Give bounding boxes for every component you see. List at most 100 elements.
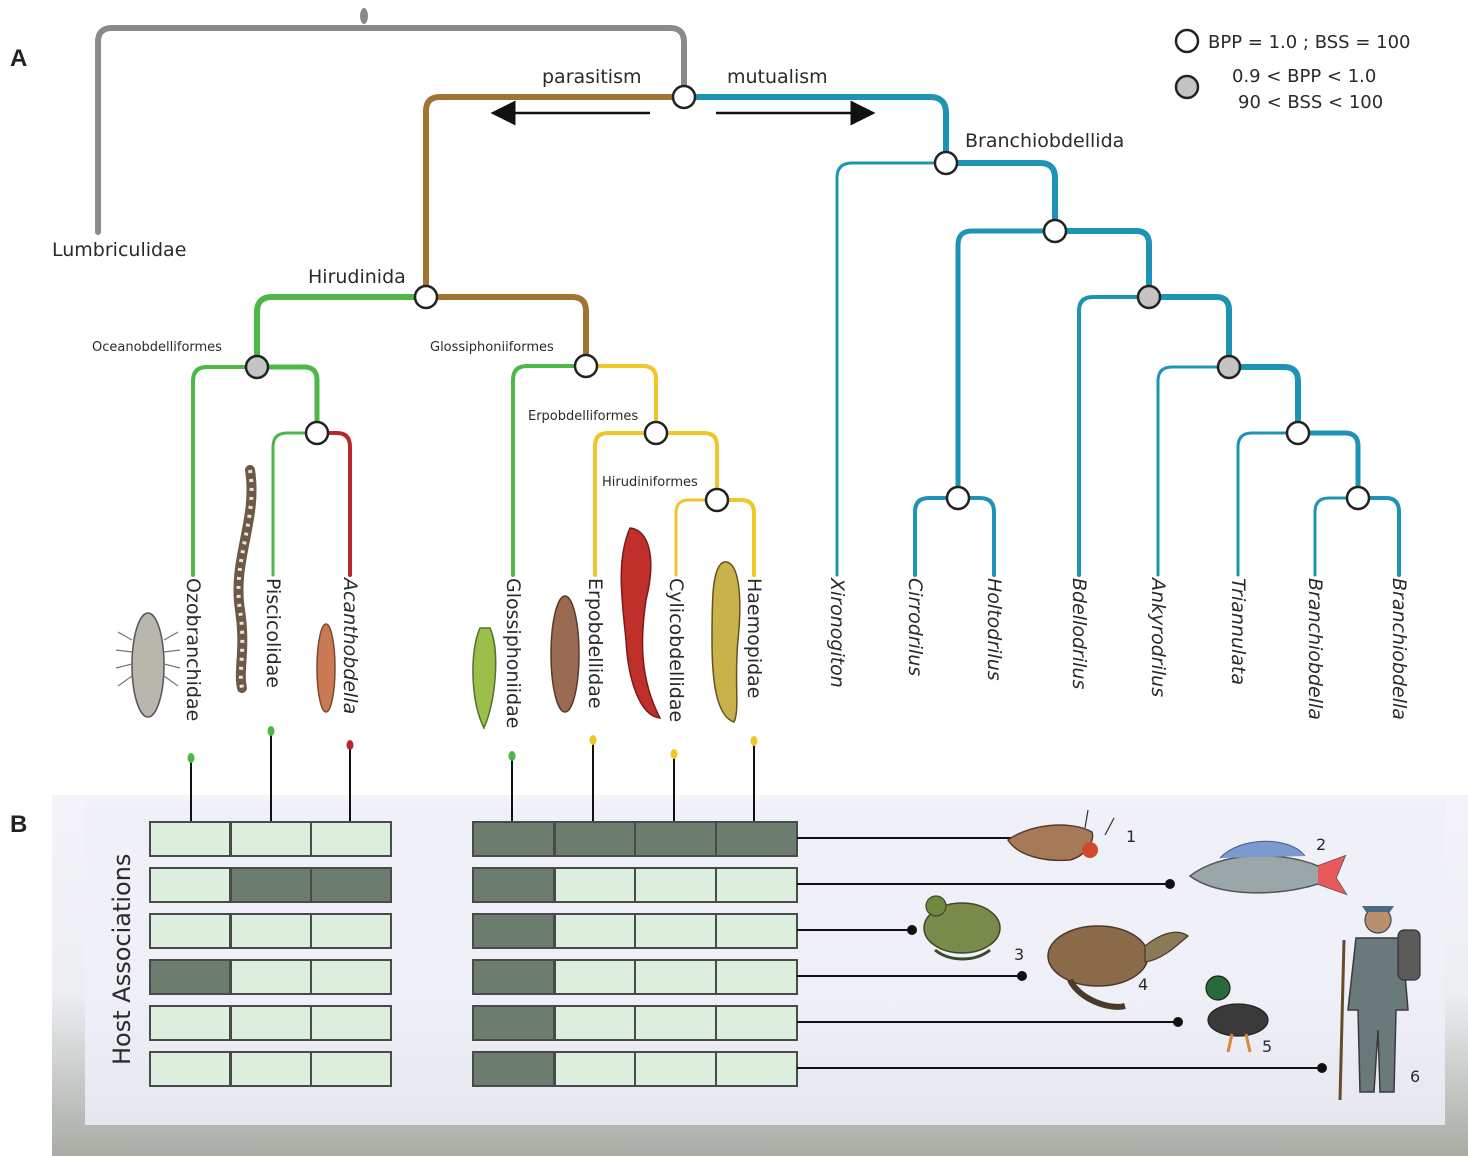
branch-mutualism — [681, 94, 949, 166]
left-grid-cell — [149, 913, 231, 949]
host-illustrations — [923, 809, 1421, 1101]
right-grid-cell — [472, 913, 555, 949]
right-grid-cell — [472, 1005, 555, 1041]
connector-dot — [187, 753, 195, 763]
right-grid-cell — [472, 1051, 555, 1087]
right-grid-cell — [554, 913, 637, 949]
taxon-label: Bdellodrilus — [1068, 578, 1090, 689]
clade-erpobdelliformes: Erpobdelliformes — [528, 409, 638, 424]
left-grid-cell — [149, 959, 231, 995]
left-grid-cell — [310, 1005, 392, 1041]
svg-text:6: 6 — [1410, 1067, 1420, 1086]
node-hirudiniformes — [704, 487, 730, 513]
node-erpobdelliformes — [643, 420, 669, 446]
right-grid-cell — [554, 867, 637, 903]
taxon-labels: Ozobranchidae Piscicolidae Acanthobdella Gl… — [182, 576, 1410, 728]
svg-text:2: 2 — [1316, 835, 1326, 854]
connector-dot — [750, 736, 758, 746]
connector-dot — [589, 735, 597, 745]
erpobdellid-image — [550, 595, 580, 713]
host-duck-image — [1205, 975, 1269, 1053]
taxon-label: Acanthobdella — [339, 576, 361, 714]
clade-oceanobdelliformes: Oceanobdelliformes — [92, 340, 222, 355]
panel-label-a: A — [10, 45, 27, 72]
legend-gray-node-icon — [1174, 74, 1200, 100]
left-grid-cell — [149, 821, 231, 857]
left-grid-cell — [230, 1051, 312, 1087]
right-grid-cell — [472, 821, 555, 857]
leech-illustrations — [115, 465, 741, 730]
left-grid-cell — [149, 1051, 231, 1087]
left-grid-cell — [310, 959, 392, 995]
left-grid-cell — [310, 821, 392, 857]
left-grid-cell — [230, 867, 312, 903]
right-grid-cell — [554, 1005, 637, 1041]
mutualism-label: mutualism — [727, 66, 828, 88]
taxon-label: Glossiphoniidae — [502, 578, 524, 728]
node-b4 — [1136, 284, 1162, 310]
branch-oceanobd-stem — [254, 294, 429, 370]
panel-label-b: B — [10, 811, 27, 838]
right-grid-cell — [472, 959, 555, 995]
node-b3 — [945, 485, 971, 511]
connector-dot — [508, 751, 516, 761]
clade-hirudinida: Hirudinida — [308, 266, 406, 288]
svg-text:5: 5 — [1262, 1037, 1272, 1056]
host-frog-image — [923, 895, 1001, 961]
host-turtle-image — [1047, 925, 1189, 1010]
taxon-label: Cylicobdellidae — [665, 578, 687, 722]
right-grid-cell — [554, 959, 637, 995]
right-grid-cell — [472, 867, 555, 903]
node-root — [671, 84, 697, 110]
taxon-label: Ozobranchidae — [182, 578, 204, 721]
node-glossiphoniiformes — [573, 353, 599, 379]
root-tick — [360, 8, 368, 24]
svg-text:90 < BSS < 100: 90 < BSS < 100 — [1238, 92, 1383, 113]
left-grid-cell — [310, 867, 392, 903]
glossiphoniid-image — [472, 627, 497, 730]
taxon-label: Ankyrodrilus — [1147, 576, 1169, 697]
right-grid-cell — [634, 1051, 717, 1087]
right-grid-cell — [634, 1005, 717, 1041]
right-grid-cell — [634, 959, 717, 995]
svg-text:BPP = 1.0 ; BSS = 100: BPP = 1.0 ; BSS = 100 — [1208, 32, 1410, 53]
node-b7 — [1345, 485, 1371, 511]
tree-nodes — [244, 84, 1371, 513]
right-grid-cell — [715, 1051, 798, 1087]
left-grid-cell — [230, 821, 312, 857]
node-b6 — [1285, 420, 1311, 446]
taxon-label: Xironogiton — [826, 577, 848, 688]
svg-text:4: 4 — [1138, 975, 1148, 994]
taxon-label: Branchiobdella — [1304, 578, 1326, 720]
node-b5 — [1216, 354, 1242, 380]
taxon-label: Branchiobdella — [1388, 578, 1410, 720]
left-grid-cell — [310, 913, 392, 949]
legend-open-node-icon — [1174, 28, 1200, 54]
right-grid-cell — [634, 913, 717, 949]
host-numbers: 1 2 3 4 5 6 — [1014, 827, 1420, 1086]
right-grid-cell — [715, 913, 798, 949]
ozobranchid-image — [115, 612, 181, 718]
left-grid-cell — [230, 959, 312, 995]
svg-text:3: 3 — [1014, 945, 1024, 964]
right-grid-cell — [554, 821, 637, 857]
left-grid-cell — [149, 867, 231, 903]
svg-text:0.9 < BPP < 1.0: 0.9 < BPP < 1.0 — [1232, 66, 1376, 87]
taxon-label: Erpobdellidae — [584, 578, 606, 709]
host-crayfish-image — [1006, 809, 1115, 862]
node-oceanobdelliformes — [244, 354, 270, 380]
cylicobdellid-image — [620, 527, 662, 719]
connector-dot — [346, 740, 354, 750]
parasitism-label: parasitism — [542, 66, 641, 88]
right-grid-cell — [554, 1051, 637, 1087]
node-branchiobdellida — [933, 150, 959, 176]
node-ocean-inner — [304, 420, 330, 446]
acanthobdella-image — [316, 623, 336, 713]
clade-branchiobdellida: Branchiobdellida — [965, 130, 1124, 152]
right-grid-cell — [715, 867, 798, 903]
left-grid-cell — [310, 1051, 392, 1087]
taxon-label: Piscicolidae — [262, 578, 284, 688]
left-grid-cell — [230, 913, 312, 949]
legend: BPP = 1.0 ; BSS = 100 0.9 < BPP < 1.0 90… — [1174, 28, 1410, 113]
